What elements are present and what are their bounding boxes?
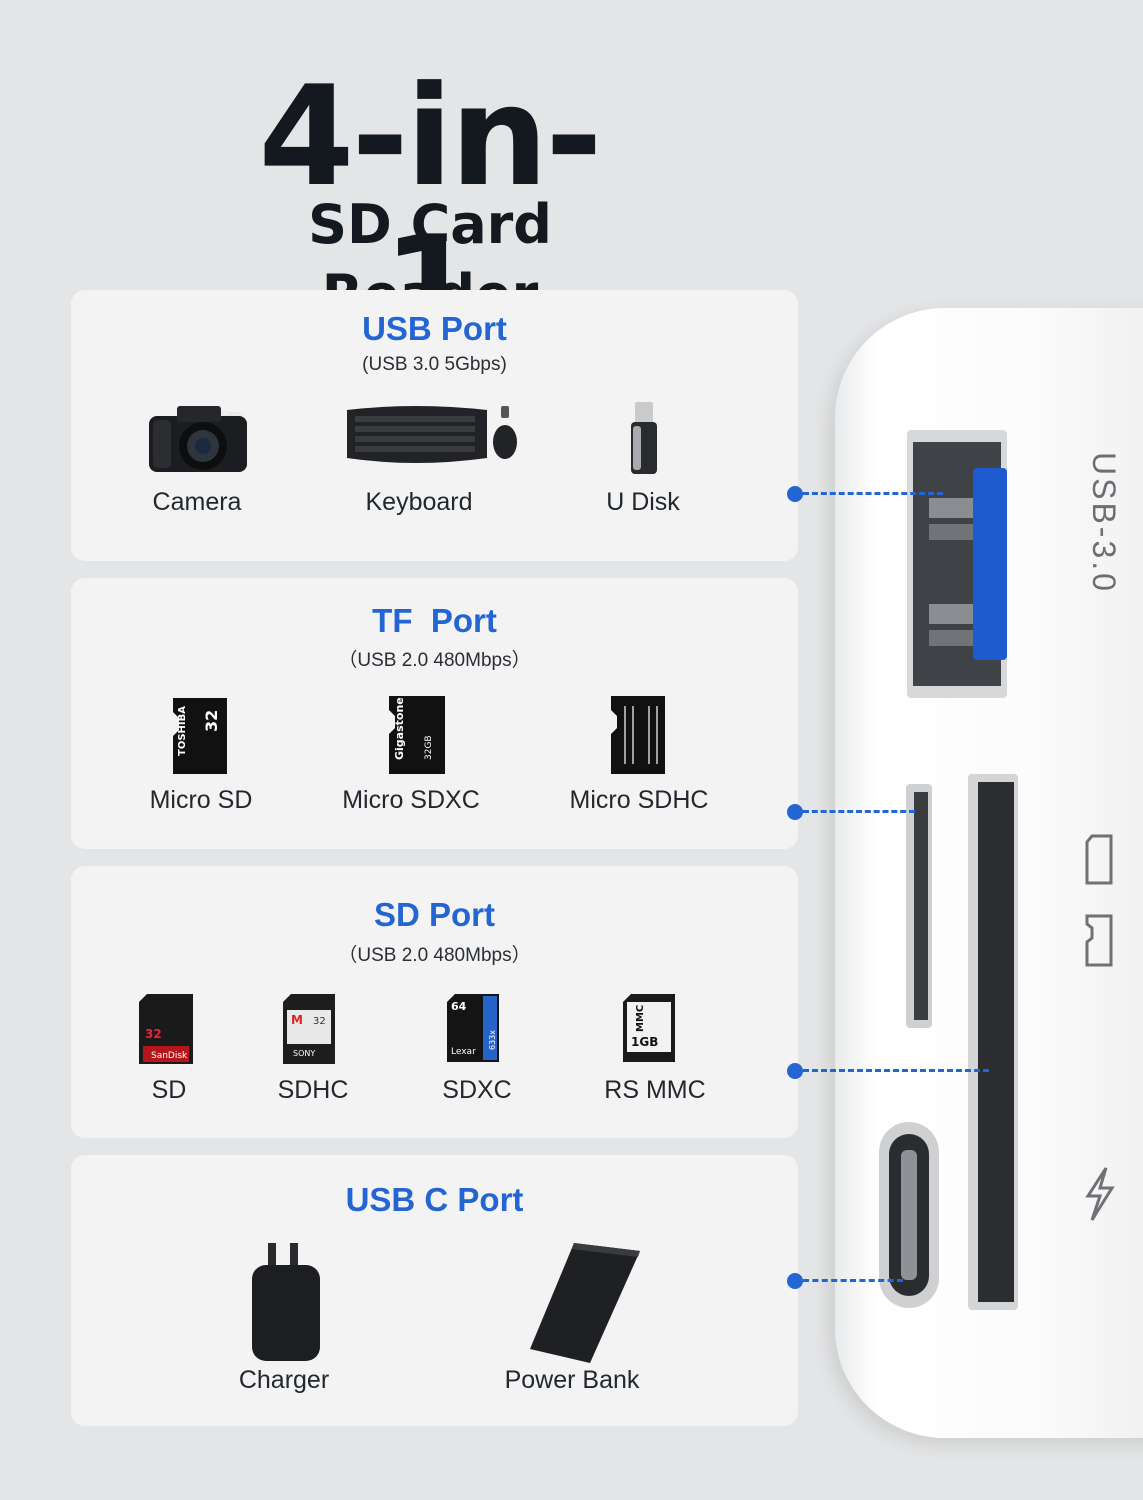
item-label: Charger: [238, 1366, 330, 1394]
panel-title: USB Port: [362, 310, 507, 347]
card-item-micro-sd: TOSHIBA 32 Micro SD: [91, 694, 311, 844]
item-label: Keyboard: [365, 488, 473, 516]
card-speed-text: 633x: [488, 1030, 497, 1050]
charger-icon: [252, 1243, 320, 1361]
card-brand-text: Gigastone: [393, 697, 406, 760]
item-label: SDHC: [277, 1076, 349, 1104]
card-item-micro-sdxc: Gigastone 32GB Micro SDXC: [301, 692, 521, 842]
card-capacity-text: 32: [313, 1016, 326, 1027]
card-capacity-text: 64: [451, 1000, 467, 1013]
sd-card-icon: SanDisk 32: [139, 994, 193, 1064]
connector-dot-tf: [787, 804, 803, 820]
device-item-camera: Canon Camera: [87, 402, 307, 552]
lightning-bolt-icon: [1085, 1167, 1115, 1221]
micro-sdxc-card-icon: Gigastone 32GB: [389, 696, 445, 774]
card-capacity-text: 32GB: [424, 735, 434, 760]
micro-sdhc-card-icon: [611, 696, 665, 774]
usb-c-port: [879, 1122, 939, 1308]
panel-title: SD Port: [373, 896, 495, 933]
sd-card-slot: [968, 774, 1018, 1310]
micro-sd-icon: [1085, 914, 1113, 967]
card-brand-text: SanDisk: [151, 1051, 188, 1061]
tf-port-panel: TF Port （USB 2.0 480Mbps） TOSHIBA 32 Mic…: [71, 578, 798, 849]
card-item-sdxc: 64 Lexar 633x SDXC: [367, 992, 587, 1132]
connector-line-usb-a: [803, 492, 943, 495]
card-capacity-text: 32: [202, 710, 221, 732]
card-capacity-text: 32: [145, 1027, 162, 1041]
camera-brand-text: Canon: [221, 410, 243, 418]
connector-line-tf: [803, 810, 915, 813]
device-item-charger: Charger: [174, 1239, 394, 1419]
svg-text:M: M: [291, 1013, 303, 1027]
item-label: SD: [151, 1076, 187, 1104]
panel-subtitle: (USB 3.0 5Gbps): [362, 354, 507, 375]
sd-card-icon: [1085, 834, 1113, 885]
connector-line-sd: [803, 1069, 989, 1072]
keyboard-icon: [347, 406, 517, 463]
connector-dot-sd: [787, 1063, 803, 1079]
item-label: U Disk: [606, 488, 680, 516]
usb-port-panel: USB Port (USB 3.0 5Gbps) Canon Camera Ke: [71, 290, 798, 561]
connector-line-usb-c: [803, 1279, 903, 1282]
sdxc-card-icon: 64 Lexar 633x: [447, 994, 499, 1062]
panel-title: USB C Port: [345, 1181, 524, 1218]
micro-sd-card-icon: TOSHIBA 32: [173, 698, 227, 774]
panel-title: TF Port: [372, 602, 497, 639]
main-title: 4-in-1: [258, 56, 602, 367]
card-item-sdhc: M 32 SONY SDHC: [203, 992, 423, 1132]
power-bank-icon: [530, 1243, 640, 1363]
usb-3-label: USB-3.0: [1086, 452, 1122, 594]
panel-subtitle: （USB 2.0 480Mbps）: [338, 945, 531, 966]
panel-subtitle: （USB 2.0 480Mbps）: [338, 650, 531, 671]
item-label: Camera: [152, 488, 242, 516]
item-label: Power Bank: [504, 1366, 640, 1394]
camera-icon: Canon: [149, 406, 247, 472]
card-item-micro-sdhc: Micro SDHC: [529, 692, 749, 842]
usb-a-port: [907, 430, 1007, 698]
card-brand-text: Lexar: [451, 1047, 476, 1057]
rs-mmc-card-icon: 1GB MMC: [623, 994, 675, 1062]
card-brand-text: MMC: [635, 1005, 646, 1032]
sd-port-panel: SD Port （USB 2.0 480Mbps） SanDisk 32 SD …: [71, 866, 798, 1138]
item-label: RS MMC: [604, 1076, 706, 1104]
usb-drive-icon: [631, 402, 657, 474]
card-item-rs-mmc: 1GB MMC RS MMC: [545, 992, 765, 1132]
card-item-sd: SanDisk 32 SD: [59, 992, 279, 1132]
device-item-power-bank: Power Bank: [462, 1239, 682, 1419]
card-brand-text: TOSHIBA: [177, 706, 188, 756]
tf-card-slot: [906, 784, 932, 1028]
item-label: SDXC: [442, 1076, 512, 1104]
connector-dot-usb-c: [787, 1273, 803, 1289]
connector-dot-usb-a: [787, 486, 803, 502]
item-label: Micro SDHC: [569, 786, 709, 814]
usb-c-port-panel: USB C Port Charger Power Bank: [71, 1155, 798, 1426]
device-item-u-disk: U Disk: [533, 402, 753, 552]
device-item-keyboard: Keyboard: [309, 402, 529, 552]
item-label: Micro SD: [149, 786, 253, 814]
sdhc-card-icon: M 32 SONY: [283, 994, 335, 1064]
card-brand-text: SONY: [293, 1049, 315, 1058]
card-capacity-text: 1GB: [631, 1035, 658, 1049]
item-label: Micro SDXC: [342, 786, 480, 814]
